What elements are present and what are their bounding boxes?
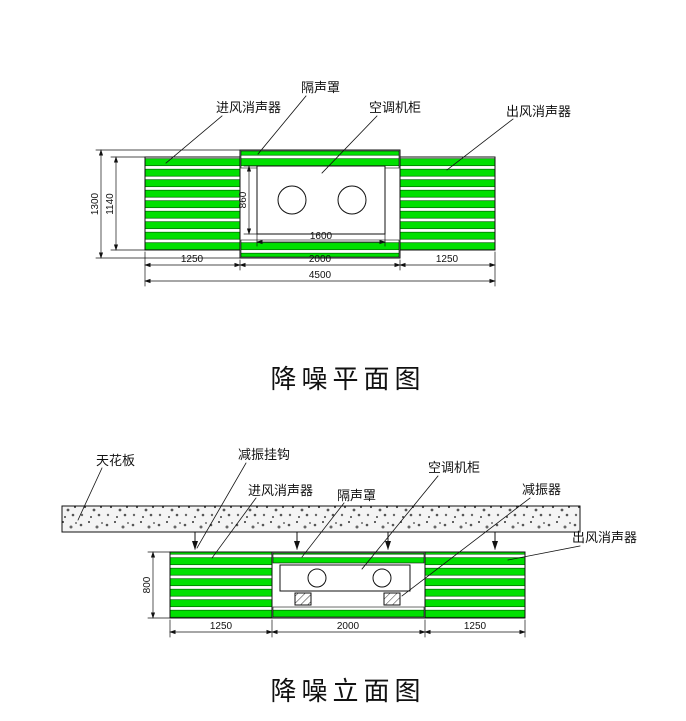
elev-leader-intake <box>211 497 257 559</box>
elev-label-cabinet: 空调机柜 <box>428 460 480 475</box>
elev-hanger-rods <box>192 531 498 550</box>
elevation-title: 降噪立面图 <box>270 677 425 706</box>
plan-fan-circle-left <box>277 185 307 215</box>
elev-label-intake: 进风消声器 <box>248 483 313 498</box>
elev-ceiling-slab <box>61 505 581 533</box>
elev-leader-lines <box>77 462 581 597</box>
plan-outlet-silencer <box>399 156 496 251</box>
plan-bottom-dimensions <box>144 251 496 287</box>
elev-height-dim <box>147 551 171 619</box>
elev-label-cover: 隔声罩 <box>337 488 376 503</box>
elev-fan-circle-right <box>372 568 392 588</box>
plan-leader-lines <box>165 95 514 174</box>
plan-dim-left-width: 1250 <box>181 254 204 265</box>
elev-leader-outlet <box>507 545 581 561</box>
plan-view: 进风消声器 隔声罩 空调机柜 出风消声器 1300 1140 860 1600 <box>90 80 571 394</box>
plan-label-outlet: 出风消声器 <box>506 104 571 119</box>
elev-damper-right <box>383 592 401 606</box>
elev-fan-circle-left <box>307 568 327 588</box>
elev-intake-silencer <box>169 551 273 619</box>
plan-dim-inner-height: 1140 <box>105 193 116 215</box>
elev-dim-right-width: 1250 <box>464 621 487 632</box>
elev-dim-left-width: 1250 <box>210 621 233 632</box>
plan-left-dimensions <box>95 149 258 259</box>
plan-dim-outer-height: 1300 <box>90 192 101 215</box>
elev-leader-cover <box>301 502 345 558</box>
elev-enclosure-top-lining <box>272 552 425 564</box>
plan-cabinet-width-dim <box>256 233 386 247</box>
elevation-view: 天花板 减振挂钩 进风消声器 隔声罩 空调机柜 减振器 出风消声器 800 12… <box>61 447 637 706</box>
elev-enclosure-bottom-lining <box>272 606 425 618</box>
plan-leader-cabinet <box>321 115 378 174</box>
plan-enclosure-top-lining <box>240 150 400 169</box>
elev-leader-cabinet <box>361 475 439 570</box>
elev-leader-damper <box>401 497 531 597</box>
elev-dim-unit-height: 800 <box>142 576 153 593</box>
elev-label-ceiling: 天花板 <box>96 453 135 468</box>
plan-leader-intake <box>165 115 223 164</box>
elev-label-hook: 减振挂钩 <box>238 447 290 462</box>
plan-label-cover: 隔声罩 <box>301 80 340 95</box>
elev-label-damper: 减振器 <box>522 482 561 497</box>
plan-dim-cabinet-height: 860 <box>238 191 249 208</box>
plan-leader-cover <box>257 95 307 155</box>
plan-label-cabinet: 空调机柜 <box>369 100 421 115</box>
plan-dim-center-width: 2000 <box>309 254 332 265</box>
plan-label-intake: 进风消声器 <box>216 100 281 115</box>
elev-bottom-dimensions <box>169 619 526 638</box>
plan-intake-silencer <box>144 156 241 251</box>
elev-leader-ceiling <box>77 467 103 521</box>
elev-label-outlet: 出风消声器 <box>572 530 637 545</box>
elev-outlet-silencer <box>424 551 526 619</box>
plan-dim-right-width: 1250 <box>436 254 459 265</box>
plan-dim-total-width: 4500 <box>309 270 332 281</box>
elev-leader-hook <box>196 462 247 549</box>
elev-damper-left <box>294 592 312 606</box>
elev-dim-center-width: 2000 <box>337 621 360 632</box>
plan-leader-outlet <box>446 118 514 171</box>
plan-fan-circle-right <box>337 185 367 215</box>
plan-dim-cabinet-width: 1600 <box>310 231 333 242</box>
plan-title: 降噪平面图 <box>270 365 425 394</box>
